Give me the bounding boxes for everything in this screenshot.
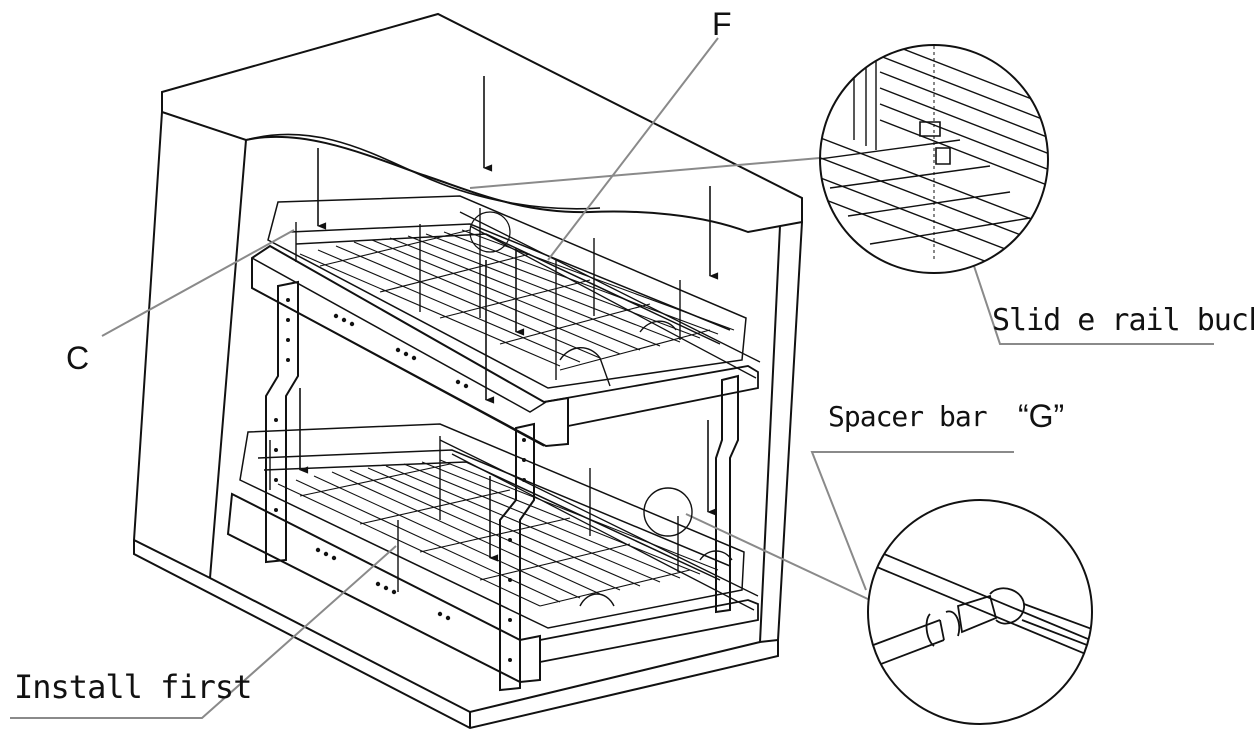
lower-rail [440,440,758,610]
upper-basket-slats [300,230,734,370]
cabinet-inner-curve [246,134,600,208]
upper-basket-handle [560,321,676,386]
rail-marker [470,212,510,252]
left-bracket [266,282,298,562]
label-f: F [712,6,732,42]
side-brackets [266,282,738,690]
lower-basket-slats [278,460,718,606]
front-bracket [500,424,534,690]
leader-spacer-bar [812,452,1014,590]
down-arrow-icon [299,76,719,562]
spacer-bar-marker [644,488,692,536]
leader-f [548,38,718,260]
label-spacer-bar: Spacer bar [828,400,988,433]
upper-basket [252,196,760,446]
leader-top-callout [470,158,820,188]
label-c: C [66,340,90,376]
label-slide-rail-buckle: Slid e rail buckle [992,303,1254,338]
mounting-holes [274,298,526,662]
cabinet-left-wall [134,112,246,578]
leader-install-first [10,546,396,718]
slide-rail-buckle-detail [800,20,1060,290]
upper-basket-posts [296,208,680,380]
cabinet-right-wall [760,222,802,642]
right-bracket [716,376,738,612]
label-spacer-bar-letter: “G” [1018,398,1065,434]
lower-basket [228,424,758,682]
spacer-bar-detail [860,500,1100,724]
cabinet [134,14,802,728]
label-install-first: Install first [14,668,252,706]
cabinet-top-panel [162,14,802,232]
leader-bottom-callout [686,514,870,600]
leader-c [102,230,294,336]
lower-basket-posts [270,436,678,592]
leader-lines [10,38,1214,718]
